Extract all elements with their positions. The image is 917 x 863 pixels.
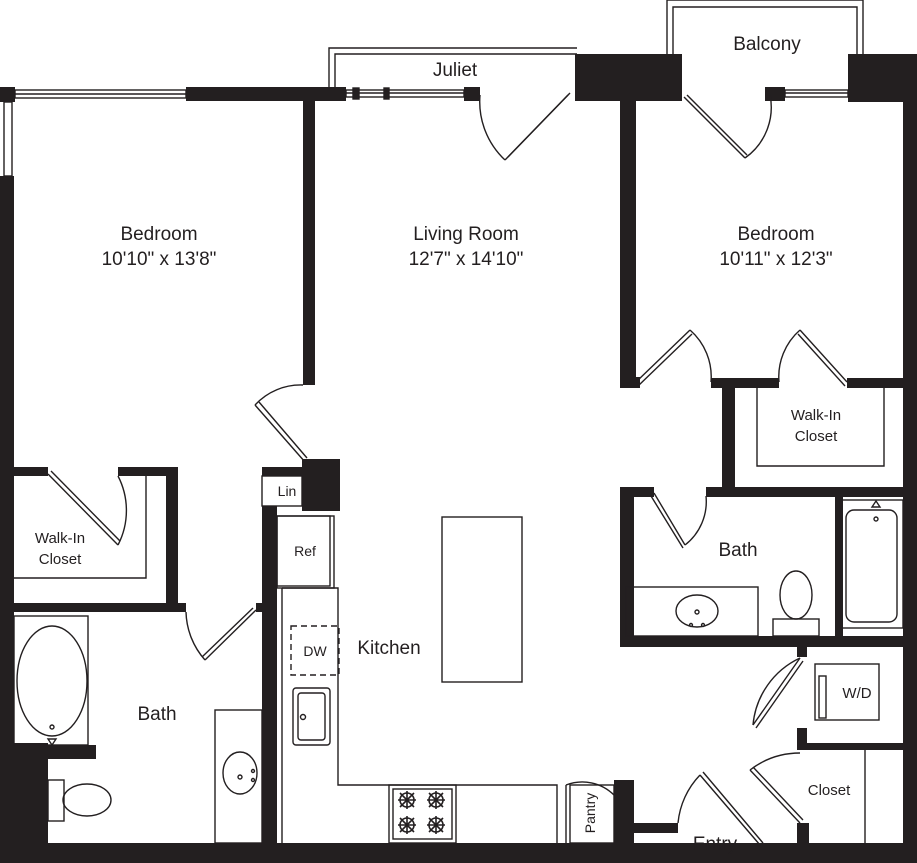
label-bath-right: Bath	[718, 540, 757, 561]
label-ref: Ref	[294, 543, 316, 559]
bedroom-left-door	[254, 384, 304, 406]
pantry-door	[565, 781, 615, 796]
window-left	[3, 101, 13, 177]
kitchen-island	[441, 516, 523, 683]
kitchen-sink	[292, 687, 331, 746]
closet-door	[749, 752, 801, 771]
label-balcony: Balcony	[733, 34, 801, 55]
labels: Juliet Balcony Bedroom 10'10" x 13'8" Li…	[35, 34, 872, 855]
entry-door	[677, 774, 701, 824]
vanity-right	[625, 586, 759, 637]
toilet-right	[772, 618, 820, 637]
label-bath-left: Bath	[137, 704, 176, 725]
kitchen-counter	[282, 587, 558, 843]
label-bedroom-right-size: 10'11" x 12'3"	[719, 249, 832, 270]
label-dishwasher: DW	[303, 643, 327, 659]
juliet-door	[479, 94, 506, 161]
label-bedroom-right: Bedroom	[737, 224, 814, 245]
bathtub-right	[839, 499, 904, 629]
label-walkin-left-1: Walk-In	[35, 530, 85, 547]
walls	[0, 54, 917, 863]
label-bedroom-left-size: 10'10" x 13'8"	[102, 249, 217, 270]
bathtub-left	[13, 615, 89, 746]
range	[388, 784, 457, 844]
label-entry: Entry	[693, 834, 738, 855]
label-washer-dryer: W/D	[842, 685, 871, 702]
dishwasher	[290, 625, 340, 676]
label-juliet: Juliet	[433, 60, 478, 81]
stove-burners	[398, 791, 445, 834]
juliet-railing	[328, 47, 577, 87]
label-linen: Lin	[278, 483, 297, 499]
thin-lines	[3, 0, 904, 846]
label-bedroom-left: Bedroom	[120, 224, 197, 245]
balcony-railing	[666, 0, 864, 54]
label-walkin-right-2: Closet	[795, 428, 838, 445]
label-living-room: Living Room	[413, 224, 519, 245]
vanity-left	[214, 709, 263, 844]
label-walkin-right-1: Walk-In	[791, 407, 841, 424]
label-walkin-left-2: Closet	[39, 551, 82, 568]
bath-left-door	[185, 611, 206, 661]
label-living-room-size: 12'7" x 14'10"	[409, 249, 524, 270]
label-closet: Closet	[808, 782, 851, 799]
label-pantry: Pantry	[582, 793, 598, 833]
washer-dryer	[814, 663, 880, 721]
label-kitchen: Kitchen	[357, 638, 420, 659]
toilet-left	[47, 779, 65, 822]
walkin-right-door	[778, 329, 801, 383]
